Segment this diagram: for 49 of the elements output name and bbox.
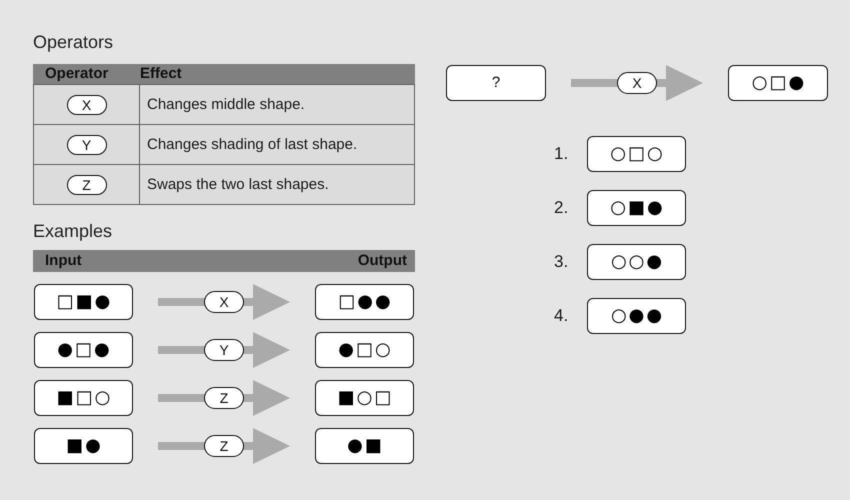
- pattern-card: [587, 190, 686, 226]
- option-number: 3.: [554, 252, 568, 272]
- shape-sequence: □■●: [56, 293, 112, 311]
- column-header: Input: [45, 252, 82, 270]
- shape-sequence: ○○●: [610, 253, 664, 271]
- shape-sequence: ●■: [347, 437, 384, 455]
- column-header: Output: [358, 252, 407, 270]
- shape-sequence: ●□○: [338, 341, 393, 359]
- pattern-card: [315, 284, 414, 320]
- shape-sequence: ○□●: [752, 74, 806, 92]
- operator-pill: Y: [66, 134, 106, 154]
- shape-sequence: ■□○: [56, 389, 112, 407]
- operator-pill: Z: [204, 387, 244, 409]
- operator-pill: X: [204, 291, 244, 313]
- pattern-card: [587, 136, 686, 172]
- pattern-card: [728, 65, 828, 101]
- section-heading: Examples: [33, 220, 112, 242]
- pattern-card: [34, 428, 133, 464]
- option-number: 2.: [554, 198, 568, 218]
- column-header: Operator: [44, 65, 108, 83]
- shape-sequence: ○□○: [610, 145, 665, 163]
- operator-pill: X: [66, 94, 106, 114]
- column-header: Effect: [139, 65, 182, 83]
- effect-description: Changes middle shape.: [146, 95, 306, 115]
- section-heading: Operators: [33, 31, 114, 53]
- shape-sequence: ○■●: [610, 199, 665, 217]
- operator-pill: Y: [204, 339, 244, 361]
- question-mark: ?: [492, 74, 500, 92]
- pattern-card: [446, 65, 546, 101]
- operator-pill: Z: [204, 435, 244, 457]
- operator-pill: Z: [66, 174, 106, 194]
- shape-sequence: ■●: [66, 437, 103, 455]
- pattern-card: [315, 428, 414, 464]
- pattern-card: [587, 298, 686, 334]
- pattern-card: [315, 332, 414, 368]
- shape-sequence: □●●: [338, 293, 393, 311]
- pattern-card: [34, 332, 133, 368]
- effect-description: Swaps the two last shapes.: [146, 175, 330, 195]
- shape-sequence: ●□●: [57, 341, 112, 359]
- pattern-card: [34, 380, 133, 416]
- option-number: 4.: [554, 306, 568, 326]
- operator-pill: X: [617, 72, 657, 94]
- option-number: 1.: [554, 144, 568, 164]
- shape-sequence: ■○□: [338, 389, 394, 407]
- pattern-card: [587, 244, 686, 280]
- pattern-card: [315, 380, 414, 416]
- effect-description: Changes shading of last shape.: [146, 135, 358, 155]
- pattern-card: [34, 284, 133, 320]
- shape-sequence: ○●●: [610, 307, 664, 325]
